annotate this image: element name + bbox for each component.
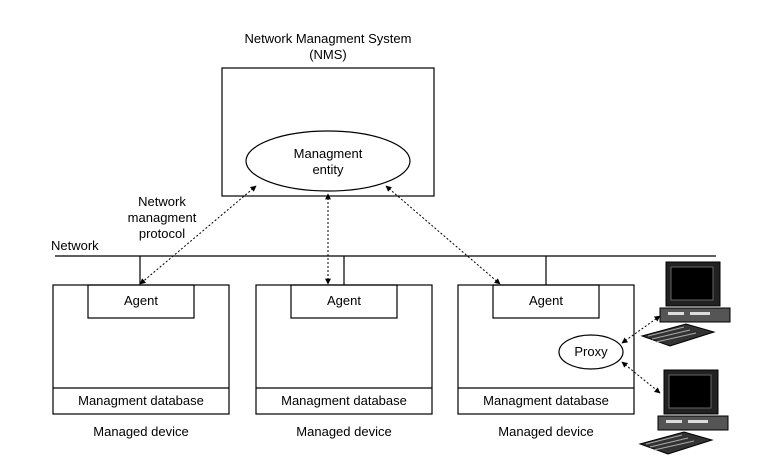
device-caption: Managed device <box>296 424 392 439</box>
database-label: Managment database <box>483 393 609 408</box>
agent-box-2 <box>290 284 398 319</box>
device-caption: Managed device <box>498 424 594 439</box>
protocol-label-line2: managment <box>127 210 197 225</box>
protocol-label-line3: protocol <box>138 226 186 241</box>
nms-title: Network Managment System <box>244 31 412 46</box>
computer-icon <box>638 369 729 455</box>
agent-label: Agent <box>124 293 158 308</box>
proxy-ellipse <box>558 334 624 370</box>
protocol-label-line1: Network <box>138 194 186 209</box>
proxy-arrow-2 <box>621 361 661 394</box>
agent-box-3 <box>492 284 600 319</box>
agent-box-1 <box>87 284 195 319</box>
management-entity-line2: entity <box>312 162 344 177</box>
management-entity-line1: Managment <box>293 146 363 161</box>
management-entity-ellipse <box>245 130 411 192</box>
protocol-arrow-1 <box>139 185 257 285</box>
database-label: Managment database <box>78 393 204 408</box>
device-caption: Managed device <box>93 424 189 439</box>
agent-label: Agent <box>327 293 361 308</box>
nms-subtitle: (NMS) <box>309 47 347 62</box>
protocol-arrow-3 <box>385 185 501 285</box>
database-label: Managment database <box>281 393 407 408</box>
proxy-label: Proxy <box>574 344 608 359</box>
network-label: Network <box>51 238 99 253</box>
agent-label: Agent <box>529 293 563 308</box>
computer-icon <box>640 261 731 347</box>
